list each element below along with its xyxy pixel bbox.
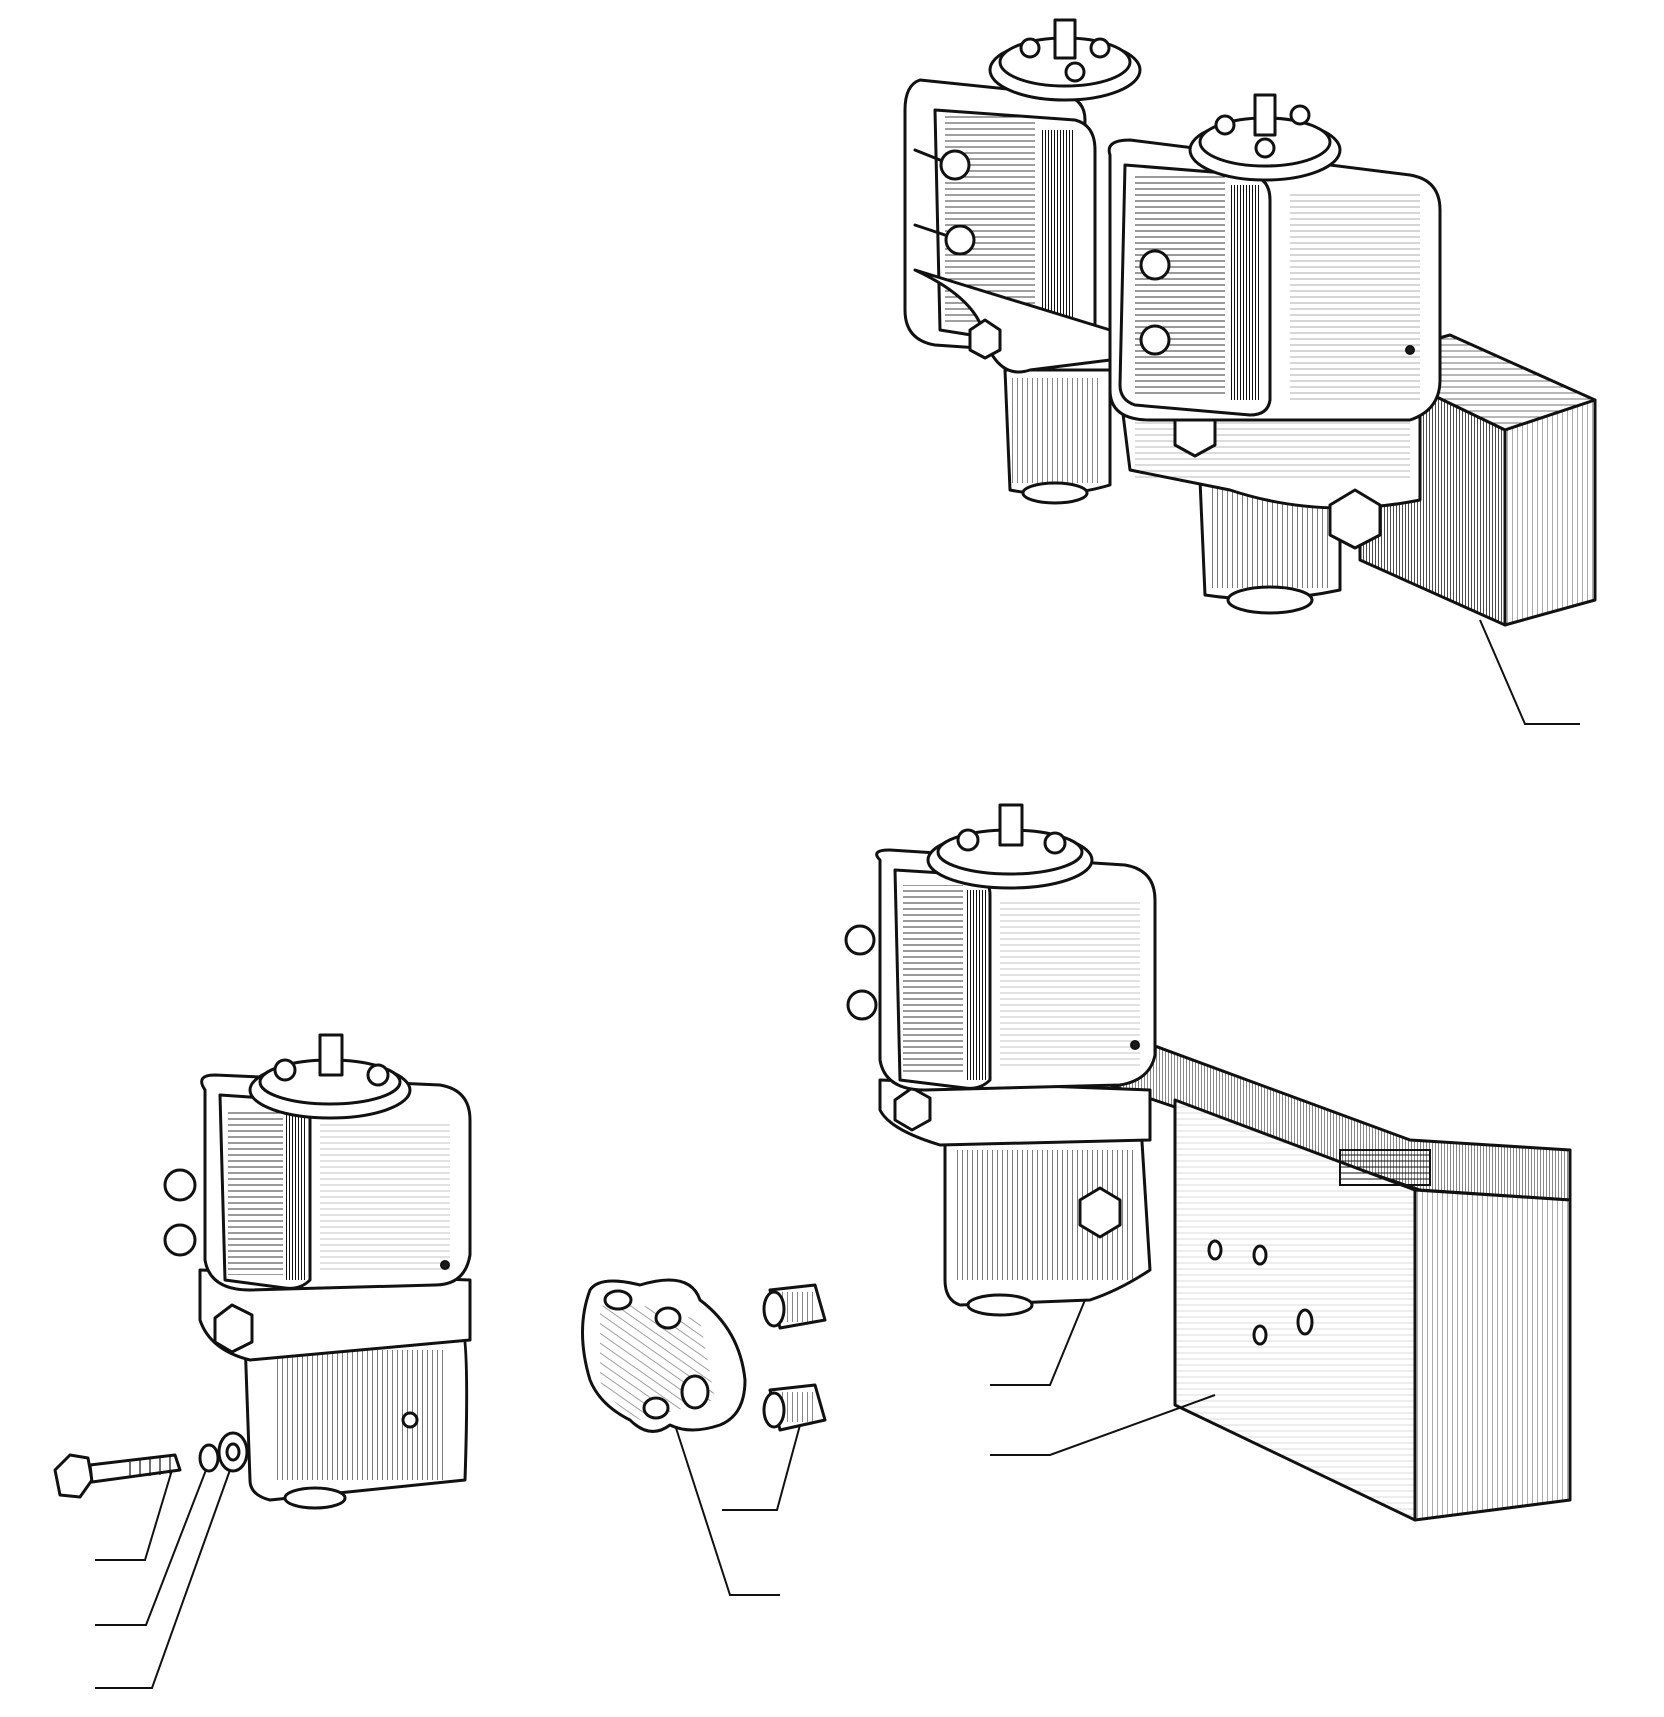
mounting-flange-plate [581, 1278, 747, 1433]
hex-bolt [53, 1453, 182, 1499]
callout-flat-washer [95, 1469, 231, 1689]
callout-valve-body [990, 1299, 1086, 1386]
mounted-solenoid-valve [844, 803, 1157, 1317]
front-valve [1107, 93, 1442, 615]
spacer-sleeve-lower [762, 1383, 827, 1432]
spacer-sleeve-upper [762, 1283, 827, 1330]
twin-solenoid-valve-assembly [903, 18, 1597, 725]
callout-mounting-block-bottom [990, 1394, 1216, 1456]
mounting-block-bottom [1108, 1033, 1572, 1522]
callout-spacer-sleeves [722, 1424, 801, 1511]
mounting-block-top [1358, 333, 1597, 627]
rear-valve [903, 18, 1142, 505]
lock-washer [198, 1443, 220, 1473]
callout-mounting-block-top [1479, 619, 1580, 725]
flat-washer [217, 1431, 249, 1473]
callout-lock-washer [95, 1469, 207, 1626]
callout-flange-plate [675, 1427, 780, 1596]
callout-hex-bolt [95, 1469, 173, 1561]
single-solenoid-valve [163, 1033, 472, 1510]
